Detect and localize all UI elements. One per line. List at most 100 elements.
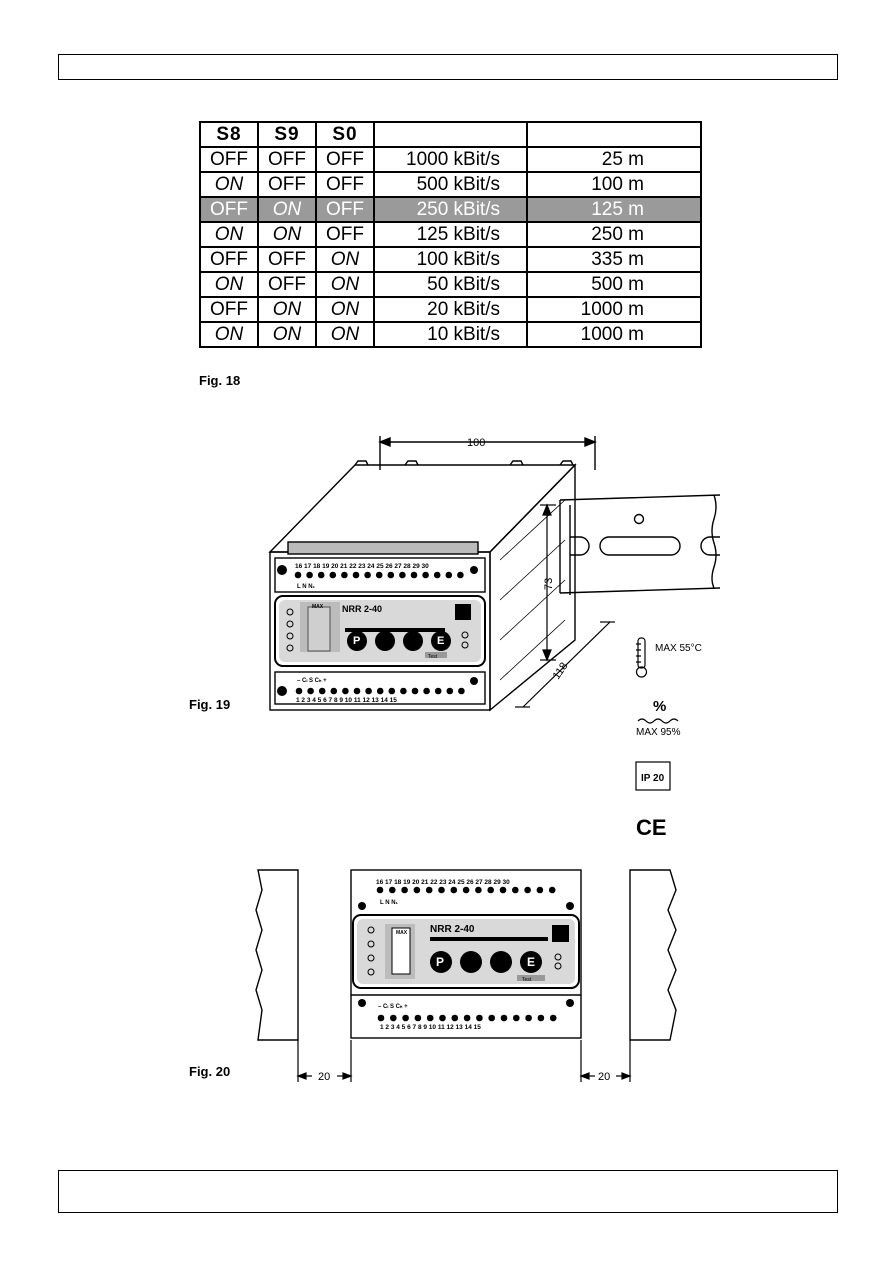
cell-s0: ON	[315, 271, 375, 298]
dim-height-label: 73	[543, 578, 555, 590]
terminal-dot	[475, 886, 482, 894]
led-1	[286, 608, 294, 616]
max-switch-shade	[300, 602, 340, 652]
terminal-dot	[439, 1014, 446, 1022]
button-p	[347, 631, 367, 651]
footer-box	[58, 1170, 838, 1213]
cell-length: 250 m	[526, 221, 702, 248]
fig20-screw-tr	[566, 902, 574, 910]
terminal-dot	[294, 571, 302, 579]
fig20-clearance-dims	[296, 1040, 632, 1082]
fig20-test-bg	[517, 975, 545, 981]
terminal-dot	[377, 1014, 385, 1022]
terminal-dot	[318, 687, 326, 695]
top-terminal-numbers: 16 17 18 19 20 21 22 23 24 25 26 27 28 2…	[295, 563, 429, 570]
humidity-symbol: %	[653, 698, 666, 715]
fig20-logo-block	[552, 925, 569, 942]
fig20-button-e-label: E	[527, 955, 535, 969]
fig19-caption: Fig. 19	[189, 697, 231, 712]
rail-break	[711, 494, 717, 589]
thermometer-icon	[635, 637, 648, 678]
terminal-dot	[549, 1014, 557, 1022]
terminal-dot	[306, 571, 313, 579]
fig20-button-p	[430, 951, 452, 973]
terminal-dot	[389, 886, 396, 894]
terminal-dot	[426, 1014, 434, 1022]
device-panel	[274, 595, 486, 667]
screw-top-right	[470, 566, 478, 574]
device-top-face	[268, 464, 577, 553]
button-up	[375, 631, 395, 651]
cell-s9: ON	[257, 296, 317, 323]
terminal-dot	[402, 1014, 409, 1022]
terminal-dot	[365, 687, 372, 695]
model-label: NRR 2-40	[342, 604, 382, 614]
terminal-dot	[438, 886, 445, 894]
fig20-top-terminal-labels: L N N₁	[380, 900, 399, 906]
logo-block	[455, 604, 471, 620]
terminal-dot	[476, 1014, 483, 1022]
cell-s9: ON	[257, 321, 317, 348]
header-s9: S9	[257, 121, 317, 148]
button-down	[403, 631, 423, 651]
cell-s8: ON	[199, 221, 259, 248]
terminal-dot	[400, 687, 407, 695]
fig19-panel-elements	[277, 565, 478, 696]
fig20-caption: Fig. 20	[189, 1064, 231, 1079]
device-right-ribs	[499, 499, 566, 681]
cell-s9: OFF	[257, 246, 317, 273]
humidity-icon	[637, 718, 679, 724]
cell-rate: 100 kBit/s	[373, 246, 528, 273]
cell-rate: 50 kBit/s	[373, 271, 528, 298]
terminal-dot	[463, 1014, 471, 1022]
led-3	[286, 632, 294, 640]
fig20-led-2	[367, 940, 375, 948]
terminal-dot	[451, 1014, 459, 1022]
rail-slot-center	[599, 536, 681, 556]
fig20-top-terminal-numbers: 16 17 18 19 20 21 22 23 24 25 26 27 28 2…	[376, 879, 510, 886]
terminal-dot	[295, 687, 303, 695]
cell-s9: OFF	[257, 146, 317, 173]
terminal-dot	[353, 687, 361, 695]
fig20-bottom-terminal-labels: – Cₗ S Cₕ +	[378, 1004, 408, 1010]
cell-s0: ON	[315, 321, 375, 348]
terminal-dot	[411, 687, 419, 695]
fig20-panel	[352, 914, 580, 989]
terminal-dot	[410, 571, 418, 579]
header-s8: S8	[199, 121, 259, 148]
fig20-model-label: NRR 2-40	[430, 924, 475, 935]
terminal-dot	[500, 1014, 508, 1022]
ip-rating: IP 20	[641, 773, 665, 784]
terminal-dot	[388, 687, 396, 695]
terminal-dot	[329, 571, 337, 579]
cell-s8: ON	[199, 171, 259, 198]
bottom-terminal-numbers: 1 2 3 4 5 6 7 8 9 10 11 12 13 14 15	[296, 697, 397, 704]
dim-depth	[515, 621, 615, 708]
cell-length: 500 m	[526, 271, 702, 298]
terminal-dot	[524, 886, 531, 894]
rail-slot-left	[570, 536, 590, 556]
terminal-dot	[352, 571, 360, 579]
cell-rate: 125 kBit/s	[373, 221, 528, 248]
top-terminal-labels: L N N₁	[297, 584, 316, 590]
terminal-dot	[342, 687, 349, 695]
terminal-dot	[462, 886, 470, 894]
cell-length: 1000 m	[526, 321, 702, 348]
fig20-max-switch	[391, 927, 411, 975]
terminal-dot	[487, 886, 495, 894]
terminal-dot	[445, 571, 453, 579]
screw-top-left	[277, 565, 287, 575]
terminal-dot	[317, 571, 325, 579]
clearance-right-label: 20	[598, 1071, 610, 1083]
terminal-dot	[513, 1014, 520, 1022]
table-header-row: S8 S9 S0	[199, 121, 702, 148]
header-length	[526, 121, 702, 148]
max-label: MAX	[312, 604, 324, 610]
ip-box	[635, 761, 671, 791]
din-rail	[559, 494, 721, 595]
terminal-dot	[458, 687, 465, 695]
cell-length: 25 m	[526, 146, 702, 173]
